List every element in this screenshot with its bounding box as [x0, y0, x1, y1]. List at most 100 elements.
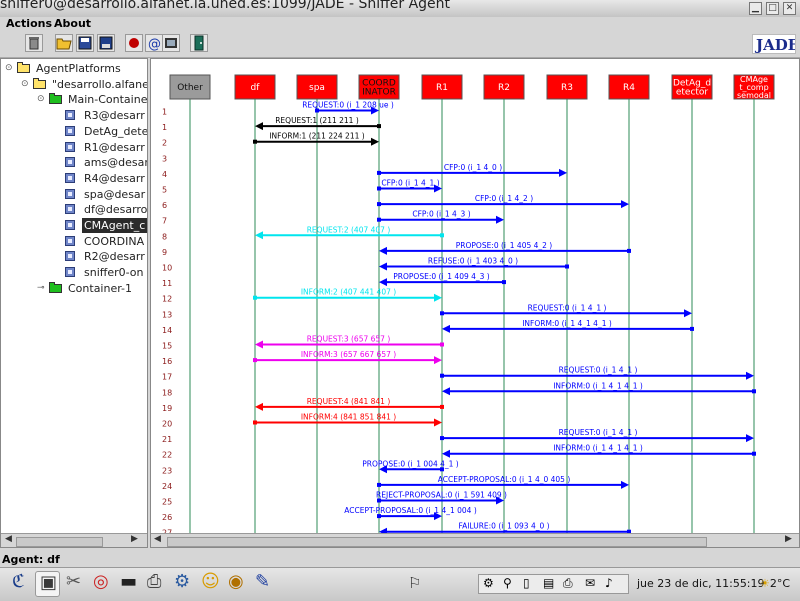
- editor-icon[interactable]: ✎: [255, 571, 271, 592]
- tree-item-label: df@desarro: [84, 203, 148, 217]
- message-row-number: 13: [162, 310, 172, 319]
- message-origin-dot: [377, 186, 381, 191]
- tray-user-icon[interactable]: ⚲: [503, 576, 512, 590]
- message-row-number: 7: [162, 217, 167, 226]
- tray-window-icon[interactable]: ▤: [543, 576, 555, 590]
- message-label: REQUEST:1 (211 211 ): [275, 116, 359, 125]
- scroll-thumb[interactable]: [167, 537, 707, 547]
- message-row-number: 15: [162, 342, 172, 351]
- user-icon[interactable]: ☺: [201, 571, 220, 592]
- scroll-thumb[interactable]: [16, 537, 103, 547]
- open-folder-icon[interactable]: [55, 34, 73, 52]
- agent-name-label: R1: [436, 83, 448, 93]
- message-arrowhead: [496, 496, 504, 505]
- title-bar: sniffer0@desarrollo.alfanet.ia.uned.es:1…: [0, 0, 800, 18]
- scroll-right-icon[interactable]: ▶: [785, 534, 792, 544]
- flag-icon[interactable]: ⚐: [408, 574, 422, 592]
- agent-box-DetAg_detector[interactable]: [671, 74, 713, 100]
- weather-temperature[interactable]: ☀2°C: [760, 577, 790, 590]
- message-origin-dot: [253, 139, 257, 144]
- tree-item-label: spa@desar: [84, 187, 146, 201]
- globe-icon[interactable]: ◉: [228, 571, 244, 592]
- tree-agent-item[interactable]: DetAg_dete: [1, 124, 147, 139]
- trash-icon[interactable]: [25, 34, 43, 52]
- message-origin-dot: [627, 248, 631, 253]
- diagram-horizontal-scrollbar[interactable]: ◀ ▶: [151, 533, 799, 547]
- tree-item-label: R4@desarr: [84, 171, 145, 185]
- tray-doc-icon[interactable]: ▯: [523, 576, 530, 590]
- agent-box-R3[interactable]: [546, 74, 588, 100]
- tree-toggle-icon[interactable]: ⊙: [21, 78, 29, 89]
- grid-icon[interactable]: [162, 34, 180, 52]
- close-button[interactable]: ✕: [783, 2, 796, 15]
- tree-agent-item[interactable]: R1@desarr: [1, 140, 147, 155]
- agent-box-CMAgent_comp_semodal[interactable]: [733, 74, 775, 100]
- tree-agent-item[interactable]: R2@desarr: [1, 249, 147, 264]
- record-icon[interactable]: [125, 34, 143, 52]
- maximize-button[interactable]: □: [766, 2, 779, 15]
- tray-sound-icon[interactable]: ♪: [605, 576, 613, 590]
- kde-menu-icon[interactable]: ℭ: [12, 571, 25, 592]
- terminal-icon[interactable]: ▬: [120, 571, 138, 592]
- message-row-number: 12: [162, 295, 172, 304]
- tree-folder-item[interactable]: ⊙ "desarrollo.alfane: [1, 77, 147, 92]
- message-row-number: 24: [162, 482, 172, 491]
- message-row-number: 18: [162, 388, 172, 397]
- file-manager-icon[interactable]: ▣: [35, 571, 60, 597]
- save-as-icon[interactable]: [97, 34, 115, 52]
- minimize-button[interactable]: ▁: [749, 2, 762, 15]
- agent-box-R1[interactable]: [421, 74, 463, 100]
- message-row-number: 16: [162, 357, 172, 366]
- message-arrowhead: [371, 137, 379, 146]
- tree-agent-item[interactable]: COORDINA: [1, 234, 147, 249]
- printer-icon[interactable]: ⎙: [147, 571, 162, 592]
- tree-item-label: "desarrollo.alfane: [52, 77, 148, 91]
- exit-door-icon[interactable]: [190, 34, 208, 52]
- menu-about[interactable]: About: [54, 17, 92, 30]
- tree-agent-item[interactable]: R3@desarr: [1, 108, 147, 123]
- scroll-left-icon[interactable]: ◀: [5, 534, 12, 544]
- tray-app-icon[interactable]: ⚙: [483, 576, 494, 590]
- help-lifebuoy-icon[interactable]: ◎: [93, 571, 109, 592]
- menu-bar: Actions About: [0, 17, 800, 31]
- tree-toggle-icon[interactable]: ⊸: [37, 282, 45, 293]
- gears-icon[interactable]: ⚙: [174, 571, 191, 592]
- tree-item-label: CMAgent_c: [82, 218, 147, 233]
- agent-icon: [65, 157, 75, 168]
- message-row-number: 5: [162, 186, 167, 195]
- message-row-number: 4: [162, 170, 167, 179]
- agent-box-R2[interactable]: [483, 74, 525, 100]
- clock[interactable]: jue 23 de dic, 11:55:19: [637, 577, 765, 590]
- tree-agent-item[interactable]: sniffer0-on: [1, 265, 147, 280]
- agent-box-Other[interactable]: [169, 74, 211, 100]
- scroll-right-icon[interactable]: ▶: [131, 534, 138, 544]
- tree-agent-item[interactable]: df@desarro: [1, 202, 147, 217]
- tree-folder-item[interactable]: ⊙AgentPlatforms: [1, 61, 147, 76]
- at-sign-icon[interactable]: @: [145, 34, 163, 52]
- tree-folder-item[interactable]: ⊸Container-1: [1, 281, 147, 296]
- tools-icon[interactable]: ✂: [66, 571, 82, 592]
- tray-mail-icon[interactable]: ✉: [585, 576, 596, 590]
- agent-box-COORDINATOR[interactable]: [358, 74, 400, 100]
- agent-box-R4[interactable]: [608, 74, 650, 100]
- tree-folder-item[interactable]: ⊙Main-Containe: [1, 92, 147, 107]
- message-arrowhead: [684, 309, 692, 318]
- tree-toggle-icon[interactable]: ⊙: [37, 94, 45, 105]
- tree-agent-item[interactable]: ams@desarr: [1, 155, 147, 170]
- tree-agent-item[interactable]: spa@desar: [1, 187, 147, 202]
- save-icon[interactable]: [76, 34, 94, 52]
- menu-actions[interactable]: Actions: [6, 17, 52, 30]
- tree-toggle-icon[interactable]: ⊙: [5, 63, 13, 73]
- folder-icon: [33, 77, 46, 89]
- tree-horizontal-scrollbar[interactable]: ◀ ▶: [1, 533, 147, 547]
- agent-box-df[interactable]: [234, 74, 276, 100]
- tray-printer-icon[interactable]: ⎙: [563, 576, 573, 590]
- tree-agent-item[interactable]: R4@desarr: [1, 171, 147, 186]
- system-tray[interactable]: ⚙ ⚲ ▯ ▤ ⎙ ✉ ♪: [478, 574, 629, 594]
- tree-agent-item[interactable]: CMAgent_c: [1, 218, 147, 233]
- agent-tree[interactable]: ⊙AgentPlatforms⊙"desarrollo.alfane⊙Main-…: [0, 58, 148, 548]
- scroll-left-icon[interactable]: ◀: [154, 534, 161, 544]
- agent-box-spa[interactable]: [296, 74, 338, 100]
